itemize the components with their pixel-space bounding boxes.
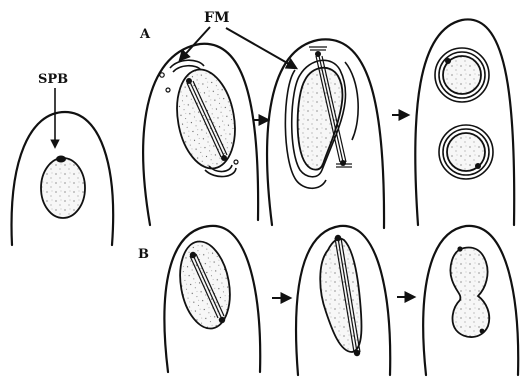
dividing-nucleus — [451, 248, 490, 338]
row-a-label: A — [139, 27, 151, 42]
nucleus — [170, 65, 243, 173]
row-a-cell-3 — [415, 19, 514, 225]
forespore-membrane — [170, 60, 204, 68]
spb — [186, 78, 192, 84]
spb — [190, 252, 196, 258]
spb — [354, 350, 360, 356]
row-b-cell-1 — [164, 226, 260, 372]
row-b-cell-2 — [296, 226, 390, 375]
nucleus — [41, 158, 85, 218]
spindle-pole-body — [56, 156, 66, 163]
spb — [445, 58, 451, 64]
forespore-membrane — [345, 62, 358, 140]
row-b-cell-3 — [423, 226, 518, 375]
row-a-cell-1 — [143, 44, 258, 225]
nucleus — [174, 238, 237, 333]
spb-label: SPB — [38, 72, 68, 87]
fm-label: FM — [204, 10, 229, 26]
spb — [219, 317, 225, 323]
row-b-label: B — [138, 247, 149, 262]
spb — [315, 51, 321, 57]
spb — [335, 235, 341, 241]
spb — [475, 163, 481, 169]
spb — [480, 329, 485, 334]
spb — [221, 155, 227, 161]
initial-cell: SPB — [12, 72, 114, 245]
row-a-cell-2 — [267, 39, 384, 228]
spb — [340, 160, 346, 166]
spb — [457, 246, 462, 251]
